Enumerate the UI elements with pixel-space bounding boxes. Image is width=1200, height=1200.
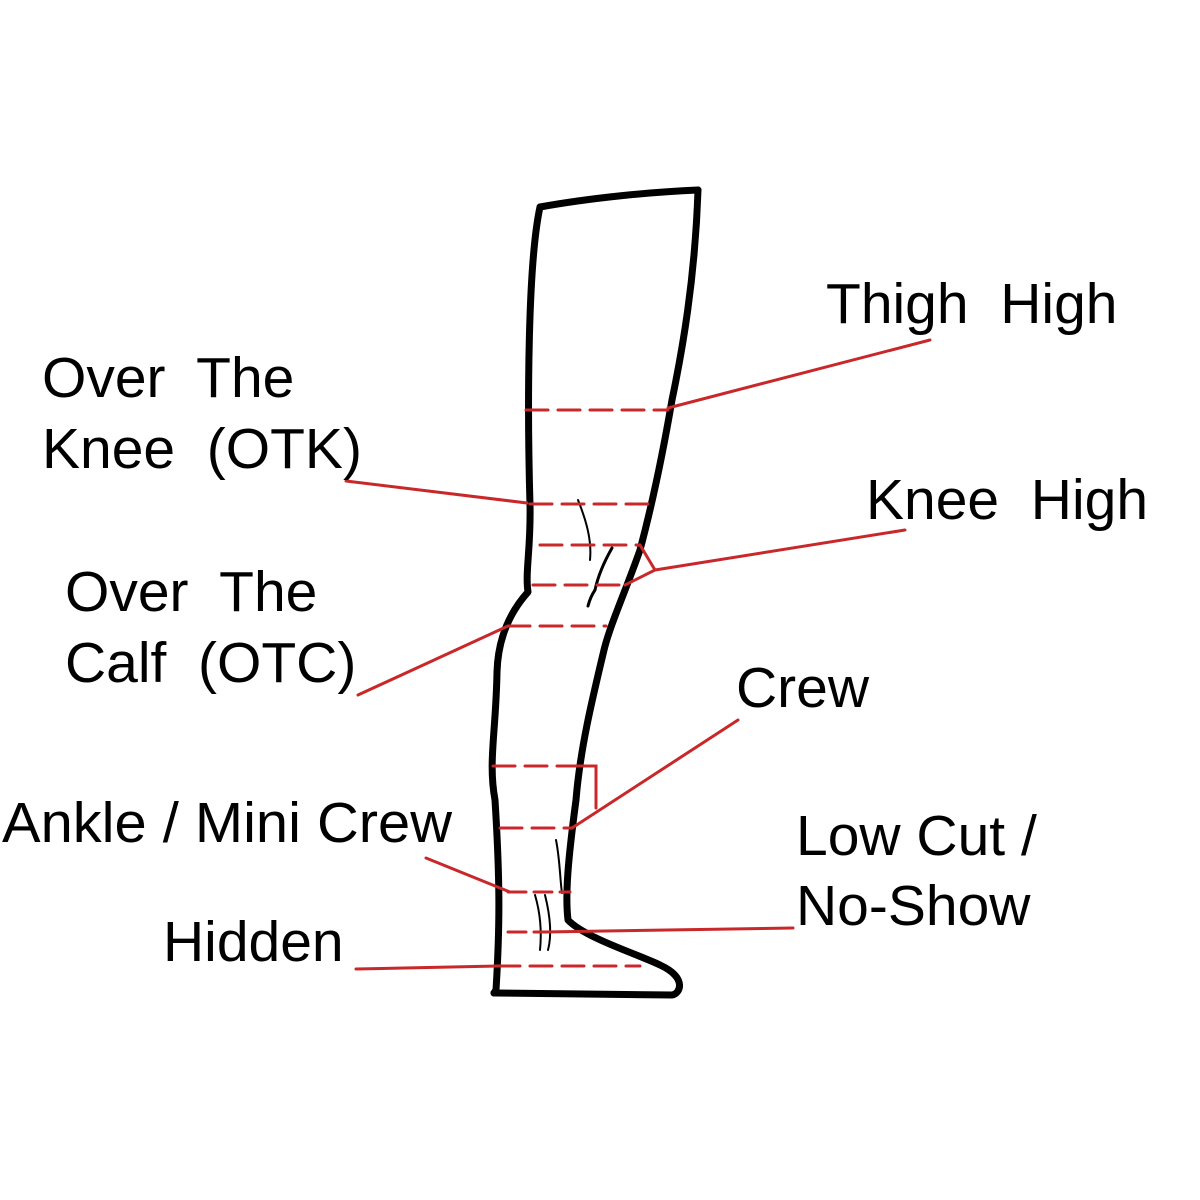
leg-detail-strokes: [535, 500, 612, 950]
label-otk-line2: Knee (OTK): [42, 417, 362, 481]
knee-detail-stroke: [588, 548, 612, 606]
label-otc-line1: Over The: [65, 560, 317, 624]
leg-back-contour: [492, 207, 540, 993]
leg-top-edge: [540, 190, 698, 207]
label-knee-high: Knee High: [866, 468, 1148, 532]
knee-high-leader-line: [655, 530, 905, 570]
otc-leader-line: [358, 626, 508, 695]
label-ankle-mini-crew: Ankle / Mini Crew: [2, 791, 453, 855]
shin-detail-stroke: [556, 840, 562, 893]
thigh-high-leader-line: [668, 340, 930, 408]
label-hidden: Hidden: [163, 910, 344, 974]
ankle-tendon-stroke: [545, 895, 550, 950]
label-otc-line2: Calf (OTC): [65, 631, 356, 695]
label-otk-line1: Over The: [42, 346, 294, 410]
label-low-cut-line2: No-Show: [796, 874, 1031, 938]
label-crew: Crew: [736, 656, 870, 720]
otk-leader-line: [346, 481, 527, 503]
label-thigh-high: Thigh High: [826, 272, 1118, 336]
ankle-tendon-stroke: [535, 895, 541, 950]
hidden-leader-line: [356, 966, 498, 969]
labels: Thigh High Over The Knee (OTK) Knee High…: [2, 272, 1148, 974]
knee-detail-stroke: [578, 500, 590, 560]
label-low-cut-line1: Low Cut /: [796, 804, 1037, 868]
